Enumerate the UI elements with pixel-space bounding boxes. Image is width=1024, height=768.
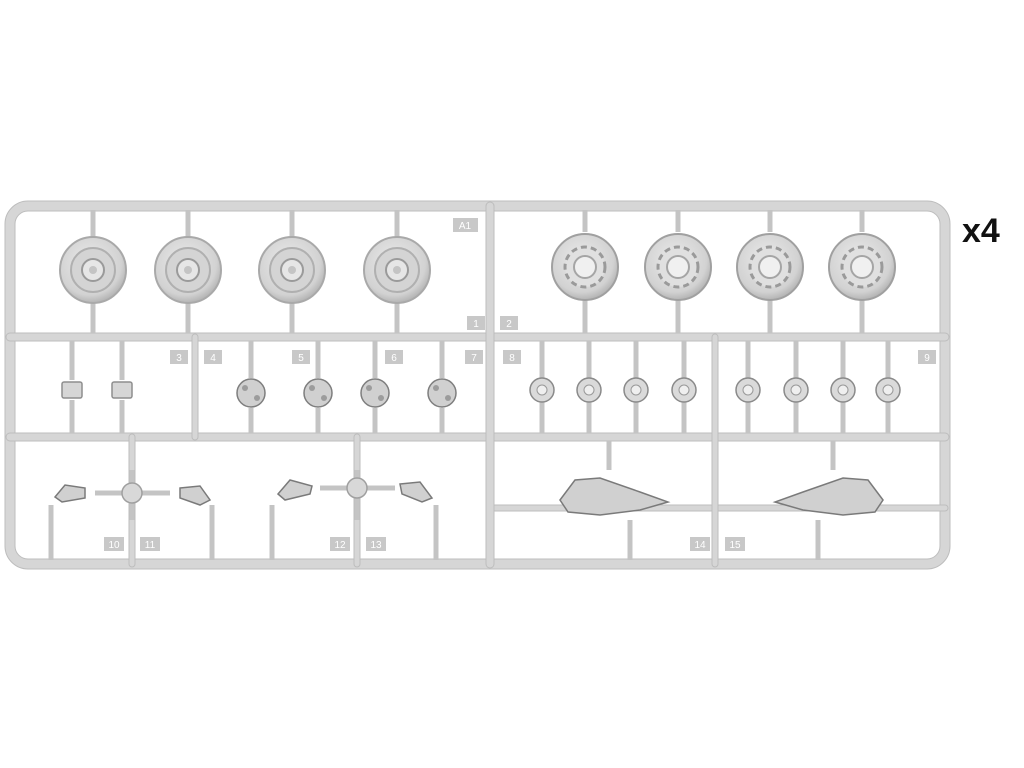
part-number-7: 7: [471, 353, 477, 364]
hub-parts-row: [61, 341, 901, 433]
part-number-8: 8: [509, 353, 515, 364]
wheel-8: [828, 233, 896, 301]
part-number-tags: A1 1 2 3 4 5 6 7 8 9 10 11 12 13 14 15: [104, 218, 936, 551]
wheel-1: [59, 236, 127, 304]
wheel-6: [644, 233, 712, 301]
part-number-11: 11: [145, 540, 156, 551]
part-number-14: 14: [694, 540, 706, 551]
part-number-12: 12: [334, 540, 346, 551]
sprue-label-tag: [453, 218, 478, 232]
part-number-1: 1: [473, 319, 479, 330]
part-number-13: 13: [370, 540, 382, 551]
sprue-frame: [4, 200, 951, 570]
part-number-6: 6: [391, 353, 397, 364]
wheel-7: [736, 233, 804, 301]
suspension-parts-row: [48, 441, 884, 560]
quantity-label: x4: [962, 212, 1000, 250]
road-wheels-row: [59, 210, 896, 333]
part-number-10: 10: [108, 540, 120, 551]
part-number-4: 4: [210, 353, 216, 364]
wheel-4: [363, 236, 431, 304]
wheel-5: [551, 233, 619, 301]
wheel-3: [258, 236, 326, 304]
part-number-9: 9: [924, 353, 930, 364]
part-number-15: 15: [729, 540, 741, 551]
part-number-5: 5: [298, 353, 304, 364]
wheel-2: [154, 236, 222, 304]
part-number-2: 2: [506, 319, 512, 330]
sprue-label: A1: [459, 221, 472, 232]
part-number-3: 3: [176, 353, 182, 364]
